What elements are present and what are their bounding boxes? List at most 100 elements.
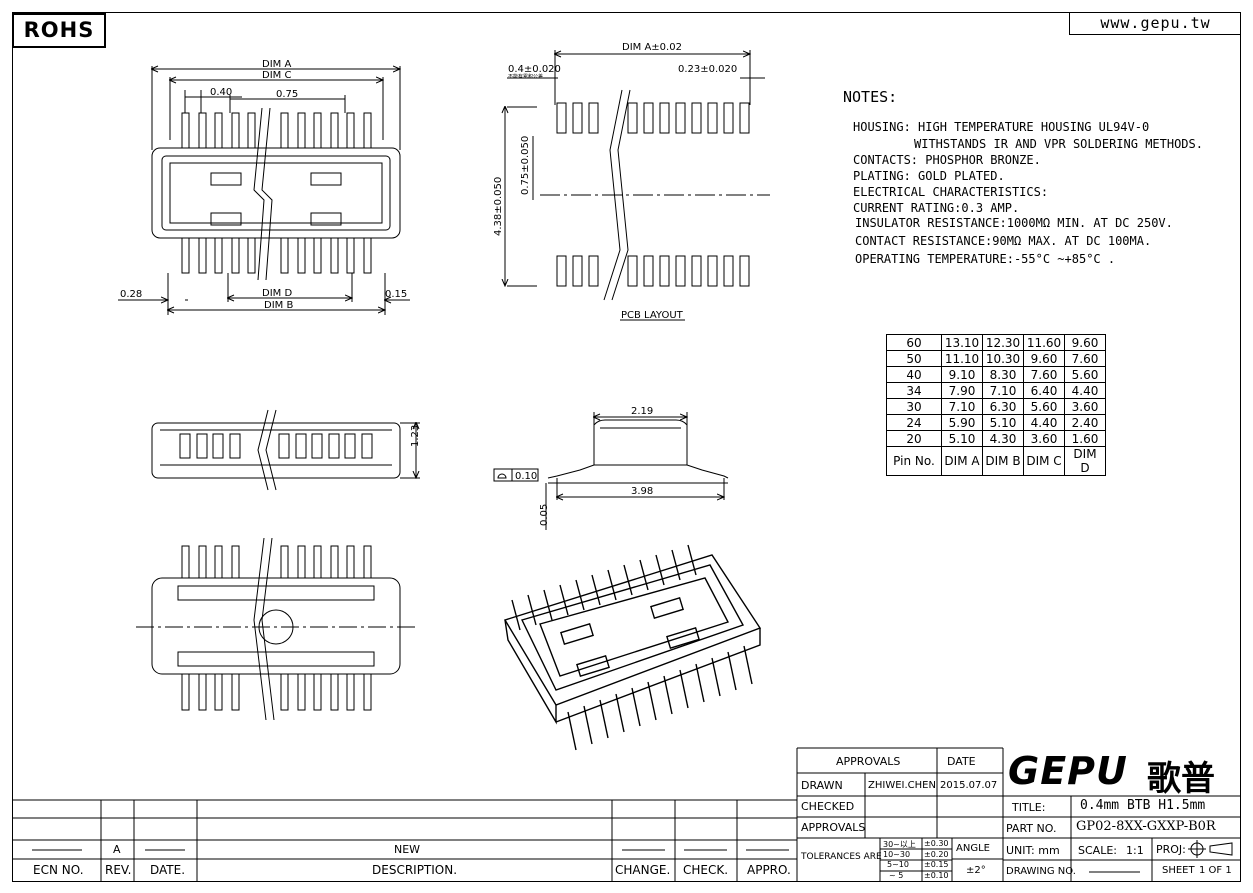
isometric-view <box>503 544 762 751</box>
header-dim-d: DIM D <box>1064 446 1106 476</box>
tol-range-4: ~ 5 <box>889 871 904 880</box>
description-header: DESCRIPTION. <box>372 863 458 877</box>
change-header: CHANGE. <box>615 863 671 877</box>
dimension-table-cell: 1.60 <box>1064 430 1106 447</box>
pcb-438-label: 4.38±0.050 <box>493 177 504 236</box>
dimension-table-cell: 4.40 <box>1023 414 1065 431</box>
note-line-2: WITHSTANDS IR AND VPR SOLDERING METHODS. <box>914 137 1203 151</box>
pcb-pad-label: 0.4±0.020 <box>508 64 561 75</box>
part-no-value: GP02-8XX-GXXP-B0R <box>1076 819 1216 834</box>
scale-label: SCALE: <box>1078 844 1117 857</box>
note-line-5: ELECTRICAL CHARACTERISTICS: <box>853 185 1049 199</box>
checked-label: CHECKED <box>801 800 855 813</box>
side-010-label: 0.10 <box>515 471 537 482</box>
gepu-logo-latin: GEPU <box>1008 749 1128 793</box>
dimension-table-cell: 3.60 <box>1064 398 1106 415</box>
dimension-table-cell: 5.90 <box>941 414 983 431</box>
profile-view <box>493 412 729 530</box>
drawn-label: DRAWN <box>801 779 843 792</box>
dim-a-label: DIM A <box>262 59 291 70</box>
tol-range-2: 10~30 <box>883 850 911 859</box>
header-dim-b: DIM B <box>982 446 1024 476</box>
dim-075-label: 0.75 <box>276 89 298 100</box>
title-block-lines <box>796 747 1241 882</box>
dimension-table-cell: 5.60 <box>1064 366 1106 383</box>
dimension-table-cell: 34 <box>886 382 942 399</box>
dimension-table-cell: 9.60 <box>1023 350 1065 367</box>
header-pin-no: Pin No. <box>886 446 942 476</box>
dimension-table-cell: 8.30 <box>982 366 1024 383</box>
pcb-dim-a-label: DIM A±0.02 <box>622 42 682 53</box>
dimension-table-cell: 10.30 <box>982 350 1024 367</box>
approvals-label: APPROVALS <box>801 821 866 834</box>
header-dim-a: DIM A <box>941 446 983 476</box>
dimension-table-cell: 20 <box>886 430 942 447</box>
dimension-table-cell: 11.60 <box>1023 334 1065 351</box>
drawn-by: ZHIWEI.CHEN <box>868 780 936 791</box>
revision-block-lines <box>12 799 797 882</box>
dimension-table-cell: 40 <box>886 366 942 383</box>
side-view <box>151 409 420 491</box>
dim-d-label: DIM D <box>262 288 292 299</box>
bottom-view-upper-pins <box>181 545 372 579</box>
dimension-table-cell: 12.30 <box>982 334 1024 351</box>
note-line-7: INSULATOR RESISTANCE:1000MΩ MIN. AT DC 2… <box>855 216 1173 230</box>
tol-value-4: ±0.10 <box>924 871 949 880</box>
tol-range-3: 5~10 <box>887 860 909 869</box>
appro-header: APPRO. <box>747 863 791 877</box>
sheet-value: 1 OF 1 <box>1199 865 1232 876</box>
title-label: TITLE: <box>1012 801 1046 814</box>
note-line-1: HOUSING: HIGH TEMPERATURE HOUSING UL94V-… <box>853 120 1150 134</box>
dimension-table-cell: 5.10 <box>982 414 1024 431</box>
dimension-table-cell: 50 <box>886 350 942 367</box>
dimension-table-cell: 5.10 <box>941 430 983 447</box>
gepu-logo-cjk: 歌普 <box>1147 759 1215 799</box>
dimension-table-cell: 30 <box>886 398 942 415</box>
angle-label: ANGLE <box>956 843 990 854</box>
notes-title: NOTES: <box>843 88 898 106</box>
scale-value: 1:1 <box>1126 844 1144 857</box>
rev-value: A <box>113 843 121 856</box>
dimension-table-header: Pin No. DIM A DIM B DIM C DIM D <box>886 446 1106 476</box>
title-value: 0.4mm BTB H1.5mm <box>1080 798 1206 813</box>
bottom-view-lower-pins <box>181 673 372 711</box>
check-header: CHECK. <box>683 863 729 877</box>
pcb-note-label: 不能有累积公差 <box>508 73 543 80</box>
pcb-023-label: 0.23±0.020 <box>678 64 737 75</box>
dimension-table-cell: 2.40 <box>1064 414 1106 431</box>
dimension-table-cell: 13.10 <box>941 334 983 351</box>
date-col-header: DATE <box>947 755 976 768</box>
pcb-075-label: 0.75±0.050 <box>520 136 531 195</box>
dimension-table-cell: 4.40 <box>1064 382 1106 399</box>
tol-value-1: ±0.30 <box>924 839 949 848</box>
unit-label: UNIT: mm <box>1006 844 1060 857</box>
header-dim-c: DIM C <box>1023 446 1065 476</box>
side-123-label: 1.23 <box>410 425 421 447</box>
bottom-view-contacts <box>177 585 375 667</box>
pcb-layout-label: PCB LAYOUT <box>621 310 684 321</box>
dimension-table-cell: 11.10 <box>941 350 983 367</box>
angle-value: ±2° <box>966 865 986 876</box>
top-view <box>118 66 410 315</box>
dimension-table-cell: 24 <box>886 414 942 431</box>
dim-c-label: DIM C <box>262 70 291 81</box>
side-398-label: 3.98 <box>631 486 653 497</box>
website-label: www.gepu.tw <box>1069 13 1241 35</box>
side-219-label: 2.19 <box>631 406 653 417</box>
tol-range-1: 30~以上 <box>883 840 916 849</box>
drawing-no-label: DRAWING NO. <box>1006 866 1076 877</box>
dimension-table-cell: 7.60 <box>1023 366 1065 383</box>
isometric-pins <box>511 544 753 751</box>
bottom-view <box>136 537 416 721</box>
part-no-label: PART NO. <box>1006 822 1057 835</box>
tol-value-3: ±0.15 <box>924 860 949 869</box>
rev-header: REV. <box>105 863 132 877</box>
